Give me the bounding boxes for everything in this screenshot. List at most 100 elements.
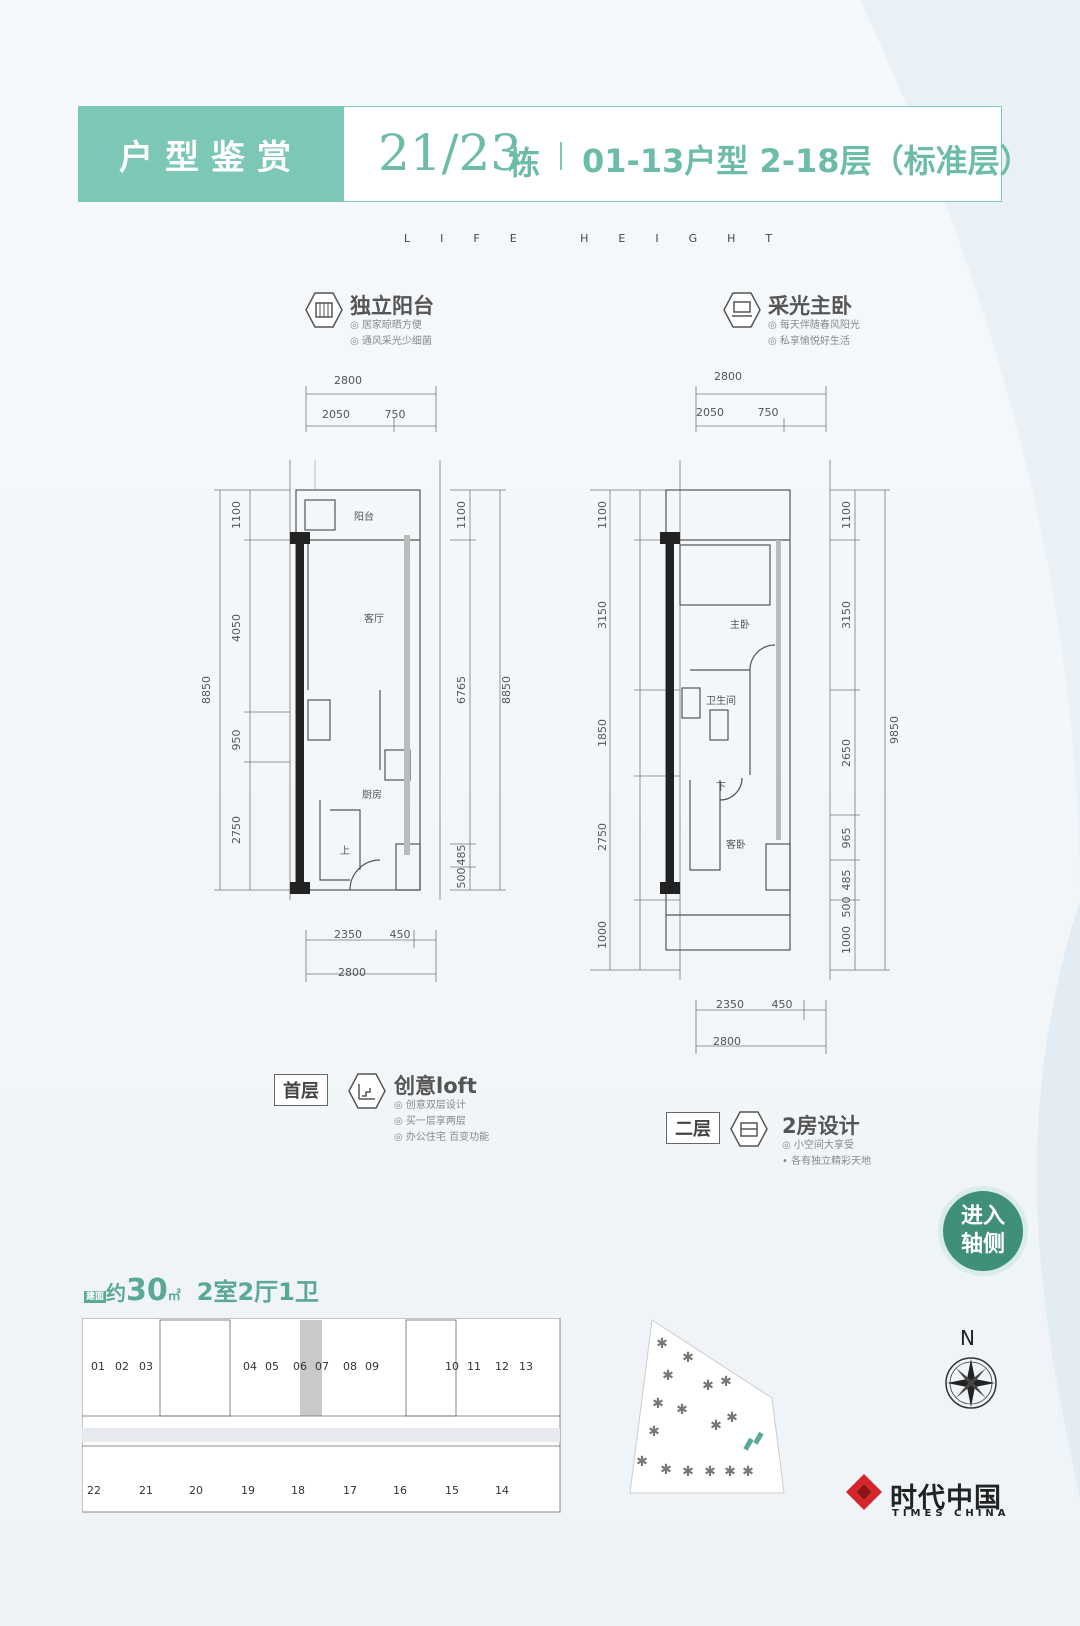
svg-text:✱: ✱ xyxy=(724,1464,736,1480)
unit-summary: 建面约30㎡ 2室2厅1卫 xyxy=(84,1272,319,1308)
svg-text:✱: ✱ xyxy=(648,1424,660,1440)
ground-dim-left-2: 4050 xyxy=(230,614,243,642)
key-plan-unit-15: 15 xyxy=(445,1484,459,1497)
building-suffix: 栋 xyxy=(508,144,541,182)
north-label: N xyxy=(960,1326,975,1350)
second-dim-right-1: 1100 xyxy=(840,501,853,529)
enter-axonometric-button[interactable]: 进入轴侧 xyxy=(938,1186,1028,1276)
section-title: 户型鉴赏 xyxy=(78,106,344,202)
key-plan-unit-02: 02 xyxy=(115,1360,129,1373)
ground-room-up: 上 xyxy=(340,845,350,857)
svg-text:✱: ✱ xyxy=(662,1368,674,1384)
times-china-logo-icon xyxy=(846,1474,882,1510)
ground-dim-top-total: 2800 xyxy=(334,374,362,387)
second-dim-top-total: 2800 xyxy=(714,370,742,383)
header-divider xyxy=(560,142,562,170)
key-plan-unit-03: 03 xyxy=(139,1360,153,1373)
key-plan-unit-10: 10 xyxy=(445,1360,459,1373)
second-dim-top-a: 2050 xyxy=(696,406,724,419)
second-dim-right-5: 485 xyxy=(840,870,853,891)
rooms-icon xyxy=(730,1111,768,1147)
floor-label-ground: 首层 xyxy=(274,1074,328,1106)
unit-type: 01-13户型 2-18层（标准层） xyxy=(582,142,1032,180)
svg-text:✱: ✱ xyxy=(704,1464,716,1480)
svg-text:✱: ✱ xyxy=(710,1418,722,1434)
second-dim-left-3: 1850 xyxy=(596,719,609,747)
area-approx: 约 xyxy=(106,1281,127,1305)
ground-dim-left-total: 8850 xyxy=(200,676,213,704)
feature-loft-title: 创意loft xyxy=(394,1074,477,1098)
area-caption: 建面 xyxy=(84,1291,107,1303)
second-dim-top-b: 750 xyxy=(758,406,779,419)
key-plan-unit-19: 19 xyxy=(241,1484,255,1497)
feature-loft-line-3: ◎ 办公住宅 百变功能 xyxy=(394,1132,490,1143)
svg-text:✱: ✱ xyxy=(726,1410,738,1426)
ground-dim-top-b: 750 xyxy=(385,408,406,421)
svg-text:✱: ✱ xyxy=(720,1374,732,1390)
key-plan-unit-16: 16 xyxy=(393,1484,407,1497)
bedroom-icon xyxy=(723,292,761,328)
second-dim-right-7: 1000 xyxy=(840,926,853,954)
second-dim-right-2: 3150 xyxy=(840,601,853,629)
ground-dim-right-2: 6765 xyxy=(455,676,468,704)
feature-rooms-line-2: • 各有独立精彩天地 xyxy=(782,1156,872,1167)
ground-dim-right-1: 1100 xyxy=(455,501,468,529)
area-unit: ㎡ xyxy=(167,1289,181,1304)
second-dim-bottom-a: 2350 xyxy=(716,998,744,1011)
key-plan-unit-11: 11 xyxy=(467,1360,481,1373)
svg-text:✱: ✱ xyxy=(702,1378,714,1394)
svg-text:✱: ✱ xyxy=(676,1402,688,1418)
cta-line-1: 进入 xyxy=(960,1204,1005,1229)
ground-dim-top-a: 2050 xyxy=(322,408,350,421)
feature-bedroom-line-2: ◎ 私享愉悦好生活 xyxy=(768,336,850,347)
key-plan-unit-09: 09 xyxy=(365,1360,379,1373)
area-value: 30 xyxy=(126,1273,168,1308)
floor-label-second: 二层 xyxy=(666,1112,720,1144)
svg-text:✱: ✱ xyxy=(656,1336,668,1352)
key-plan-unit-07: 07 xyxy=(315,1360,329,1373)
svg-text:✱: ✱ xyxy=(660,1462,672,1478)
feature-balcony-title: 独立阳台 xyxy=(350,294,434,318)
ground-dim-left-1: 1100 xyxy=(230,501,243,529)
svg-text:✱: ✱ xyxy=(682,1464,694,1480)
layout-text: 2室2厅1卫 xyxy=(196,1278,319,1306)
second-dim-right-6: 500 xyxy=(840,897,853,918)
second-room-down: 下 xyxy=(716,782,726,793)
svg-text:✱: ✱ xyxy=(652,1396,664,1412)
second-dim-bottom-b: 450 xyxy=(772,998,793,1011)
svg-text:✱: ✱ xyxy=(636,1454,648,1470)
feature-loft-line-2: ◎ 买一层享两层 xyxy=(394,1116,466,1127)
ground-dim-bottom-total: 2800 xyxy=(338,966,366,979)
key-plan-unit-04: 04 xyxy=(243,1360,257,1373)
key-plan-unit-21: 21 xyxy=(139,1484,153,1497)
second-dim-bottom-total: 2800 xyxy=(713,1035,741,1048)
ground-dim-right-total: 8850 xyxy=(500,676,513,704)
cta-line-2: 轴侧 xyxy=(960,1232,1005,1257)
feature-bedroom-line-1: ◎ 每天伴随春风阳光 xyxy=(768,320,860,331)
feature-balcony-line-2: ◎ 通风采光少细菌 xyxy=(350,336,432,347)
site-plan: ✱✱ ✱✱✱ ✱✱ ✱✱✱ ✱✱✱✱✱✱ xyxy=(629,1319,785,1494)
key-plan-unit-14: 14 xyxy=(495,1484,509,1497)
ground-dim-right-3: 500 xyxy=(455,868,468,889)
key-plan-unit-18: 18 xyxy=(291,1484,305,1497)
logo-text-en: TIMES CHINA xyxy=(892,1508,1010,1519)
key-plan-unit-05: 05 xyxy=(265,1360,279,1373)
second-dim-left-4: 2750 xyxy=(596,823,609,851)
second-floor-plan: 2800 2050 750 2350 450 2800 主卧 卫生间 客卧 下 … xyxy=(590,370,901,1054)
ground-dim-left-3: 950 xyxy=(230,730,243,751)
ground-dim-left-4: 2750 xyxy=(230,816,243,844)
ground-floor-plan: 2800 2050 750 2350 450 2800 阳台 客厅 厨房 上 1… xyxy=(200,374,513,982)
ground-room-balcony: 阳台 xyxy=(354,510,374,523)
feature-bedroom-title: 采光主卧 xyxy=(768,294,852,318)
key-plan-unit-13: 13 xyxy=(519,1360,533,1373)
ground-dim-right-4: 485 xyxy=(455,845,468,866)
second-room-master: 主卧 xyxy=(730,618,750,631)
logo-text-cn: 时代中国 xyxy=(890,1483,1002,1514)
ground-room-kitchen: 厨房 xyxy=(362,788,382,801)
key-plan-unit-12: 12 xyxy=(495,1360,509,1373)
key-plan-unit-20: 20 xyxy=(189,1484,203,1497)
building-number: 21/23 xyxy=(378,124,523,182)
key-plan-unit-01: 01 xyxy=(91,1360,105,1373)
second-dim-left-2: 3150 xyxy=(596,601,609,629)
